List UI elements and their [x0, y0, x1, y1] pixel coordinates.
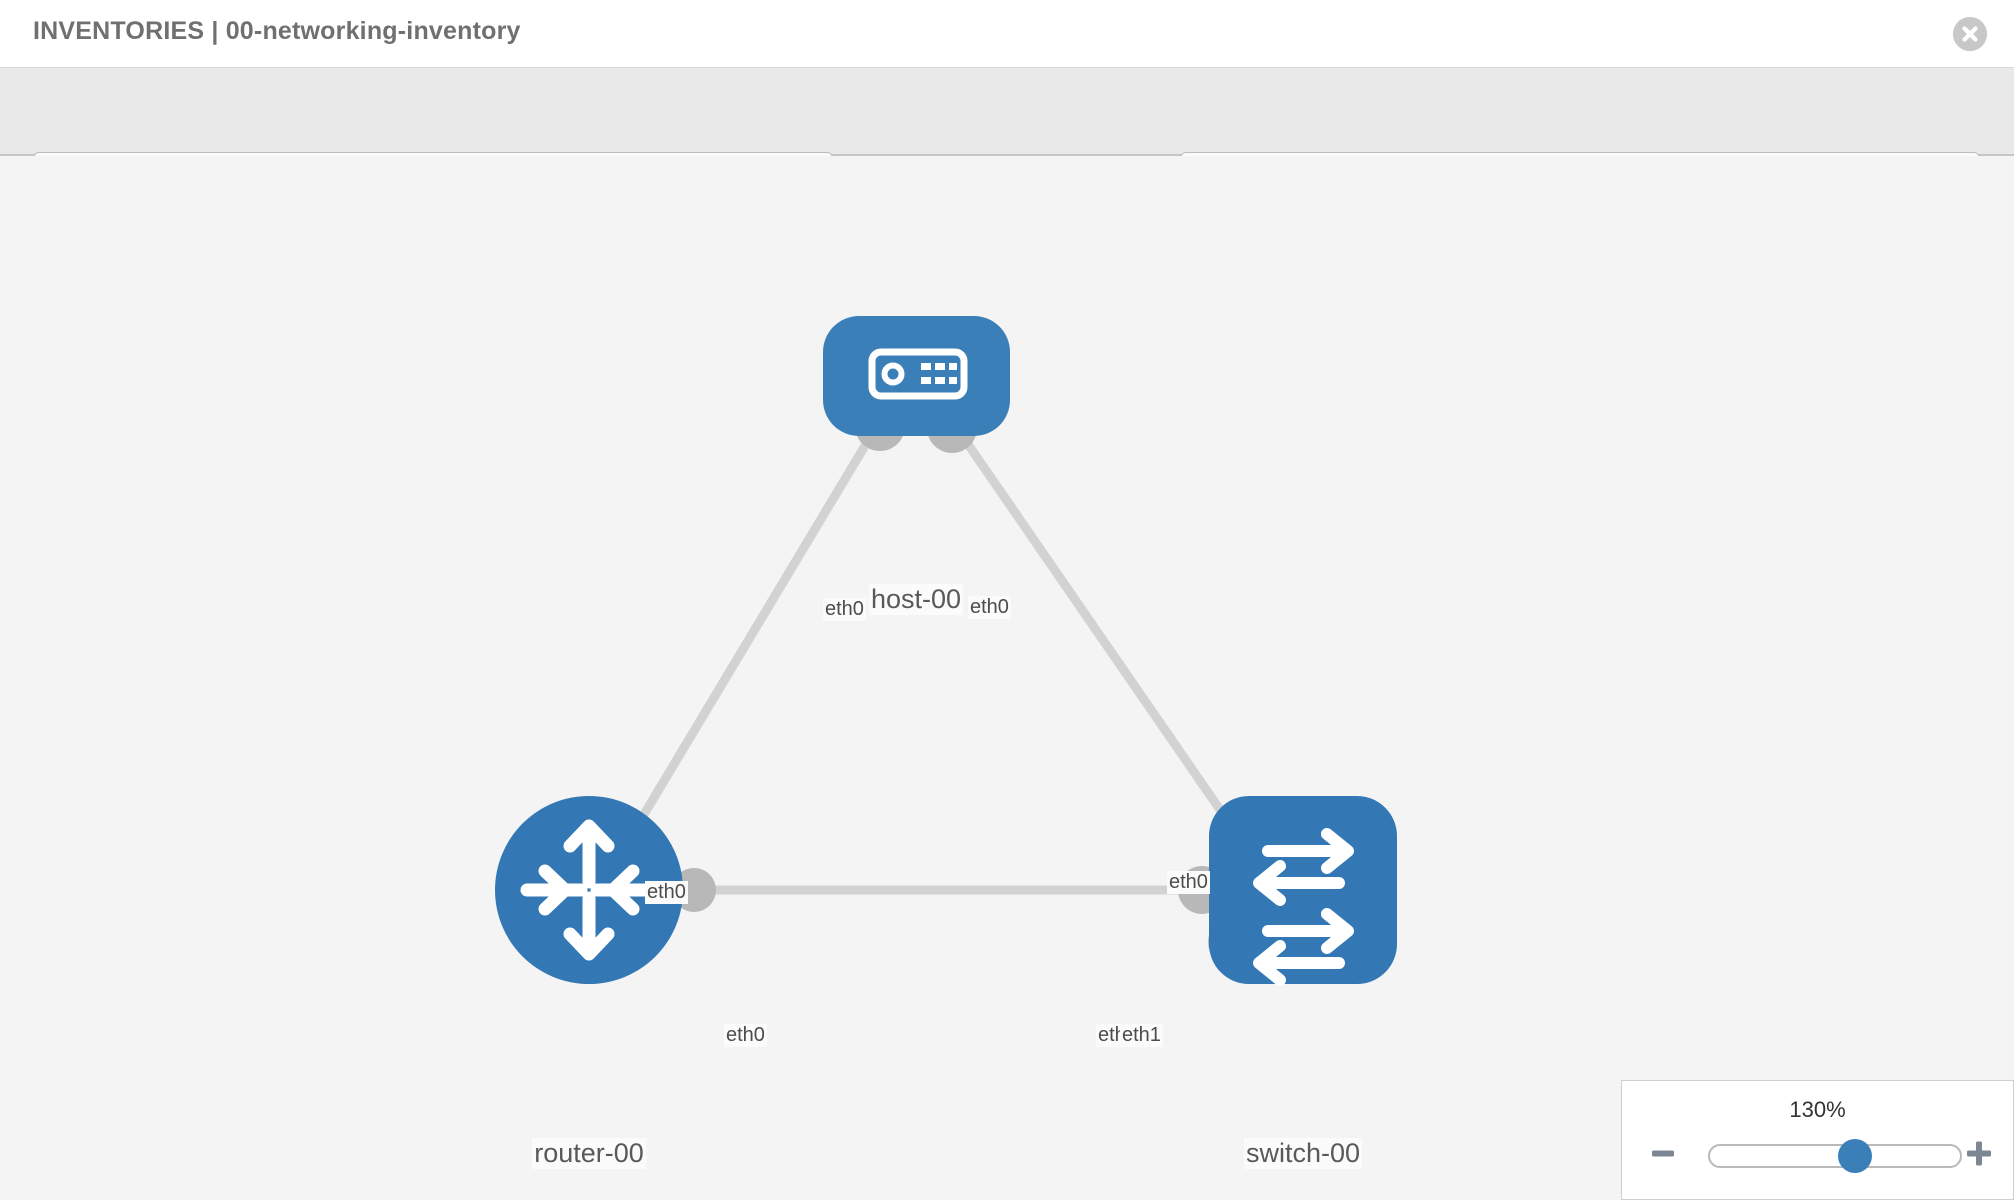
edge-label-switch-eth1: eth1	[1120, 1024, 1163, 1047]
node-label-host-00: host-00	[868, 584, 964, 615]
switch-arrows-icon	[1253, 828, 1354, 986]
page-header: INVENTORIES | 00-networking-inventory	[0, 0, 2014, 68]
router-arrows-icon	[520, 819, 658, 961]
edge-label-host-left: eth0	[823, 598, 866, 621]
minus-icon[interactable]	[1650, 1141, 1676, 1172]
node-router-00[interactable]	[495, 796, 683, 984]
edge-label-router-up: eth0	[645, 881, 688, 904]
zoom-slider-row	[1622, 1133, 2014, 1179]
zoom-level-label: 130%	[1789, 1097, 1846, 1122]
topology-canvas[interactable]: eth0 host-00 eth0 eth0 eth0 eth0 eth eth…	[0, 156, 2014, 1200]
link-host-router[interactable]	[621, 421, 882, 849]
node-label-switch-00: switch-00	[1243, 1138, 1363, 1169]
node-label-router-00: router-00	[532, 1138, 646, 1169]
server-icon	[868, 348, 968, 400]
page-title: INVENTORIES | 00-networking-inventory	[33, 17, 521, 45]
plus-icon[interactable]	[1965, 1140, 1993, 1173]
node-host-00[interactable]	[823, 316, 1010, 436]
edge-label-switch-eth: eth	[1096, 1024, 1128, 1047]
zoom-slider-thumb[interactable]	[1838, 1139, 1872, 1173]
topology-graph	[495, 316, 1397, 986]
edge-label-host-right: eth0	[968, 596, 1011, 619]
link-host-switch[interactable]	[950, 421, 1249, 849]
edge-label-router-eth0: eth0	[724, 1024, 767, 1047]
node-switch-00[interactable]	[1209, 796, 1397, 986]
edge-label-switch-up: eth0	[1167, 871, 1210, 894]
close-icon[interactable]	[1953, 17, 1987, 51]
zoom-control-panel: 130%	[1621, 1080, 2014, 1200]
zoom-slider[interactable]	[1708, 1139, 1962, 1173]
toolbar: ACTIONS SEARCH	[0, 68, 2014, 206]
